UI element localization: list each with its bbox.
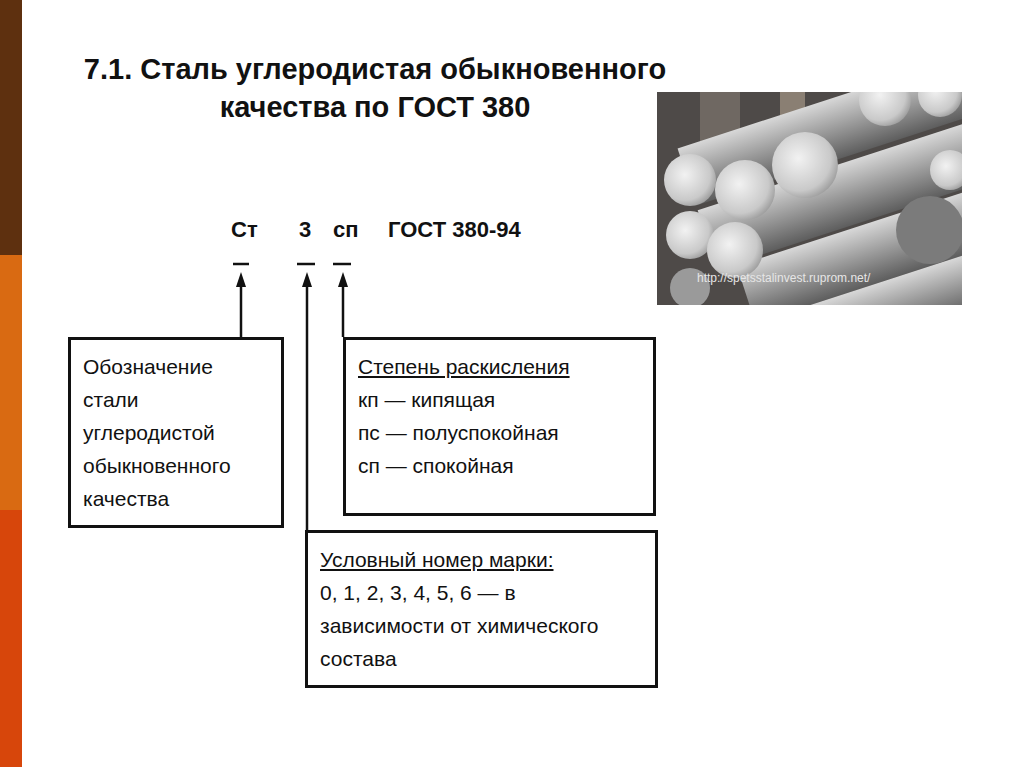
box-text: сп — спокойная [358,449,641,482]
box-text: 0, 1, 2, 3, 4, 5, 6 — в зависимости от х… [320,576,643,675]
steel-bars-photo [657,92,962,305]
mark-prefix: Ст [231,217,258,243]
side-bar [0,510,22,767]
grade-number-box: Условный номер марки:0, 1, 2, 3, 4, 5, 6… [305,530,658,688]
box-text: Обозначение стали углеродистой обыкновен… [83,350,269,515]
box-heading: Степень раскисления [358,350,641,383]
side-bar [0,255,22,510]
deoxidation-code: сп [333,217,359,243]
deoxidation-box: Степень раскислениякп — кипящаяпс — полу… [343,337,656,516]
side-bar [0,0,22,255]
box-text: кп — кипящая [358,383,641,416]
mark-number: 3 [299,217,311,243]
watermark: http://spetsstalinvest.ruprom.net/ [697,271,870,285]
standard-code: ГОСТ 380-94 [388,217,521,243]
designation-box: Обозначение стали углеродистой обыкновен… [68,337,284,528]
slide-title: 7.1. Сталь углеродистая обыкновенного ка… [60,50,690,126]
box-heading: Условный номер марки: [320,543,643,576]
arrowheads [236,272,348,287]
box-text: пс — полуспокойная [358,416,641,449]
